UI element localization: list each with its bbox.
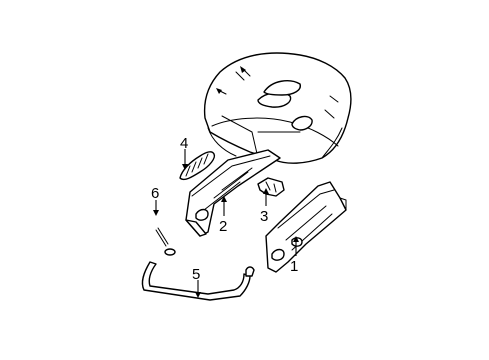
callout-6: 6 xyxy=(151,185,159,216)
bracket-part xyxy=(257,177,285,197)
callout-number: 1 xyxy=(290,258,298,275)
inner-seat-track xyxy=(185,149,281,237)
u-bar-part xyxy=(141,261,255,301)
callout-3: 3 xyxy=(260,188,269,225)
callout-1: 1 xyxy=(290,236,299,275)
outer-seat-track xyxy=(265,181,347,273)
spring-part xyxy=(179,151,216,181)
callout-4: 4 xyxy=(180,135,188,170)
callout-number: 2 xyxy=(219,218,227,235)
callout-number: 4 xyxy=(180,135,188,152)
callout-2: 2 xyxy=(219,196,227,235)
seat-cushion xyxy=(203,52,352,164)
callout-number: 6 xyxy=(151,185,159,202)
callout-number: 3 xyxy=(260,208,268,225)
bolt-part xyxy=(155,227,176,256)
callout-5: 5 xyxy=(192,266,201,298)
callout-number: 5 xyxy=(192,266,200,283)
